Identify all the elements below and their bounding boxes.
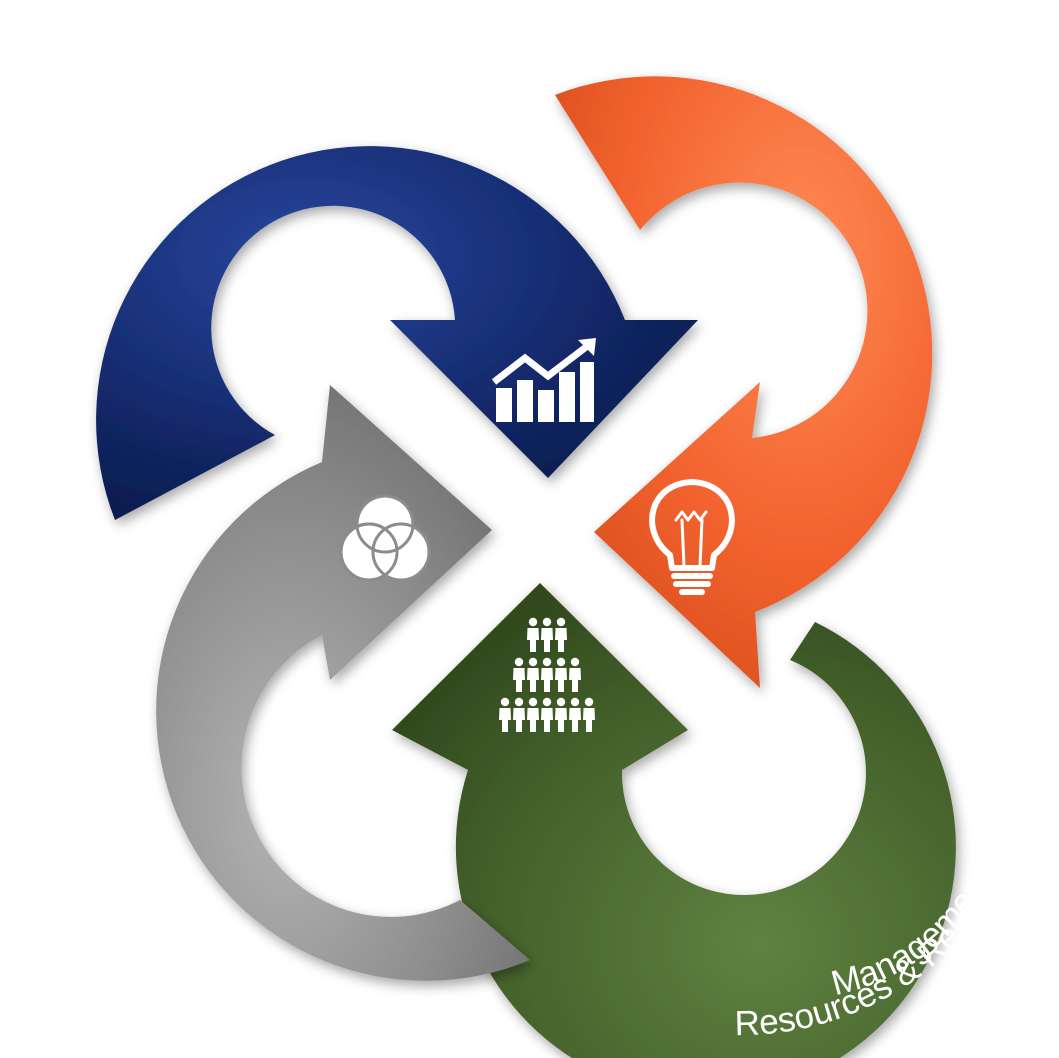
person-head bbox=[528, 697, 538, 707]
person-head bbox=[584, 697, 594, 707]
people-group-icon bbox=[499, 617, 595, 732]
person-body bbox=[513, 668, 525, 692]
person-body bbox=[555, 628, 567, 652]
person-body bbox=[569, 668, 581, 692]
person-body bbox=[541, 628, 553, 652]
person-body bbox=[527, 628, 539, 652]
overlapping-circles-icon bbox=[339, 494, 431, 582]
person-head bbox=[570, 657, 580, 667]
person-head bbox=[556, 697, 566, 707]
person-head bbox=[500, 697, 510, 707]
person-head bbox=[542, 697, 552, 707]
person-body bbox=[541, 668, 553, 692]
person-head bbox=[528, 617, 538, 627]
person-head bbox=[570, 697, 580, 707]
person-head bbox=[528, 657, 538, 667]
person-body bbox=[555, 668, 567, 692]
person-body bbox=[583, 708, 595, 732]
person-head bbox=[556, 617, 566, 627]
person-body bbox=[513, 708, 525, 732]
financial-segment bbox=[96, 146, 699, 520]
person-body bbox=[541, 708, 553, 732]
person-body bbox=[527, 668, 539, 692]
person-head bbox=[556, 657, 566, 667]
person-body bbox=[569, 708, 581, 732]
lightbulb-icon bbox=[649, 479, 735, 595]
person-body bbox=[527, 708, 539, 732]
growth-chart-icon bbox=[491, 338, 596, 422]
awareness-segment bbox=[555, 76, 933, 688]
person-head bbox=[514, 697, 524, 707]
person-head bbox=[514, 657, 524, 667]
person-body bbox=[555, 708, 567, 732]
business-segment bbox=[156, 385, 530, 981]
person-head bbox=[542, 617, 552, 627]
person-body bbox=[499, 708, 511, 732]
person-head bbox=[542, 657, 552, 667]
